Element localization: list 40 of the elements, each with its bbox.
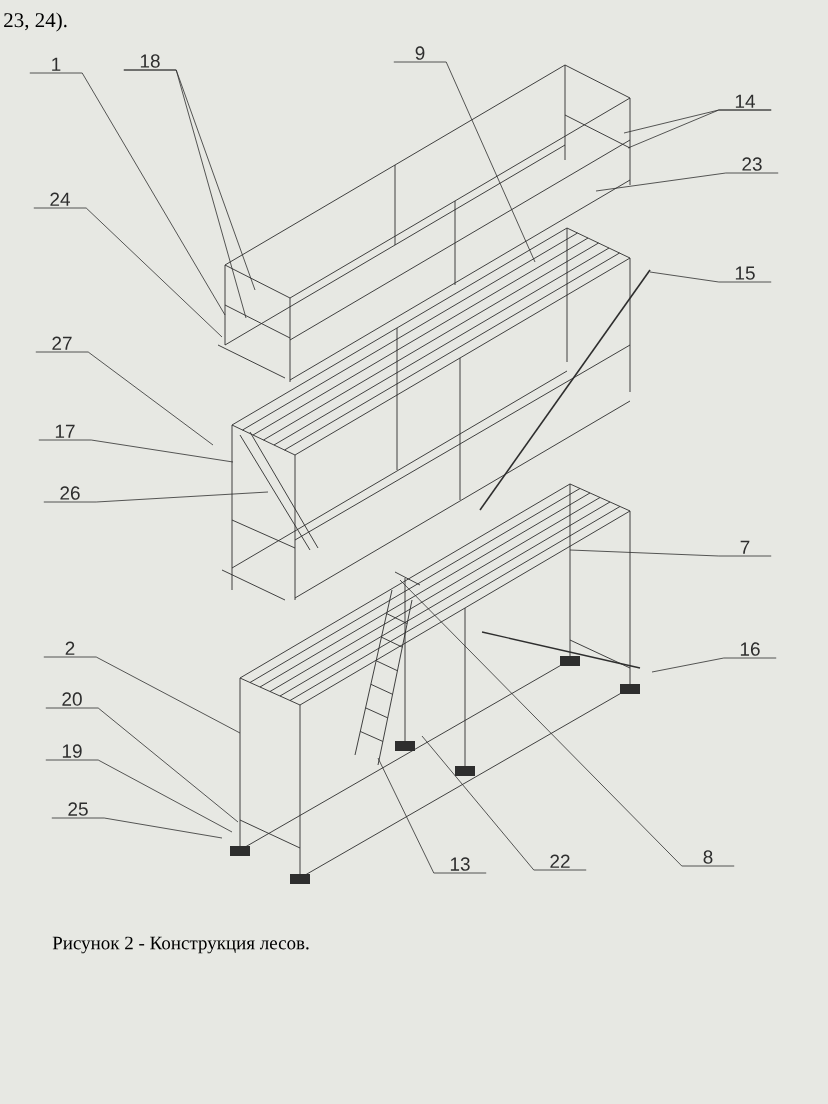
leader-line — [43, 656, 241, 734]
leader-line — [393, 61, 536, 263]
leader-line — [421, 735, 587, 871]
leader-line — [123, 69, 247, 319]
leader-line — [38, 439, 234, 463]
leader-line — [627, 109, 772, 149]
callout-number: 24 — [50, 192, 70, 206]
leader-line — [51, 817, 223, 839]
leader-line — [377, 757, 487, 874]
callout-number: 1 — [52, 57, 61, 71]
leader-line — [651, 657, 777, 673]
callout-number: 8 — [703, 850, 713, 864]
callout-number: 17 — [55, 424, 75, 438]
callout-number: 25 — [68, 802, 88, 816]
callout-number: 26 — [60, 486, 80, 500]
callout-number: 9 — [415, 46, 425, 60]
callout-number: 22 — [550, 854, 570, 868]
callout-number: 19 — [62, 744, 82, 758]
callout-number: 2 — [65, 641, 75, 655]
callout-number: 23 — [742, 157, 762, 171]
leader-line — [595, 172, 779, 192]
cut-off-text: 23, 24). — [4, 12, 67, 32]
leader-line — [33, 207, 223, 338]
callout-number: 18 — [140, 54, 160, 68]
callout-number: 16 — [740, 642, 760, 656]
leader-line — [399, 579, 735, 867]
leader-line — [43, 491, 269, 503]
callout-number: 27 — [52, 336, 72, 350]
callout-number: 20 — [62, 692, 82, 706]
leader-line — [45, 707, 239, 823]
callout-number: 13 — [450, 857, 470, 871]
callout-number: 14 — [735, 94, 755, 108]
figure-caption: Рисунок 2 - Конструкция лесов. — [52, 936, 309, 954]
leader-line — [45, 759, 233, 833]
leader-line — [29, 72, 226, 316]
leader-line — [569, 549, 772, 557]
callout-number: 15 — [735, 266, 755, 280]
leader-line — [35, 351, 214, 446]
leader-line — [649, 271, 772, 283]
callout-number: 7 — [740, 540, 750, 554]
